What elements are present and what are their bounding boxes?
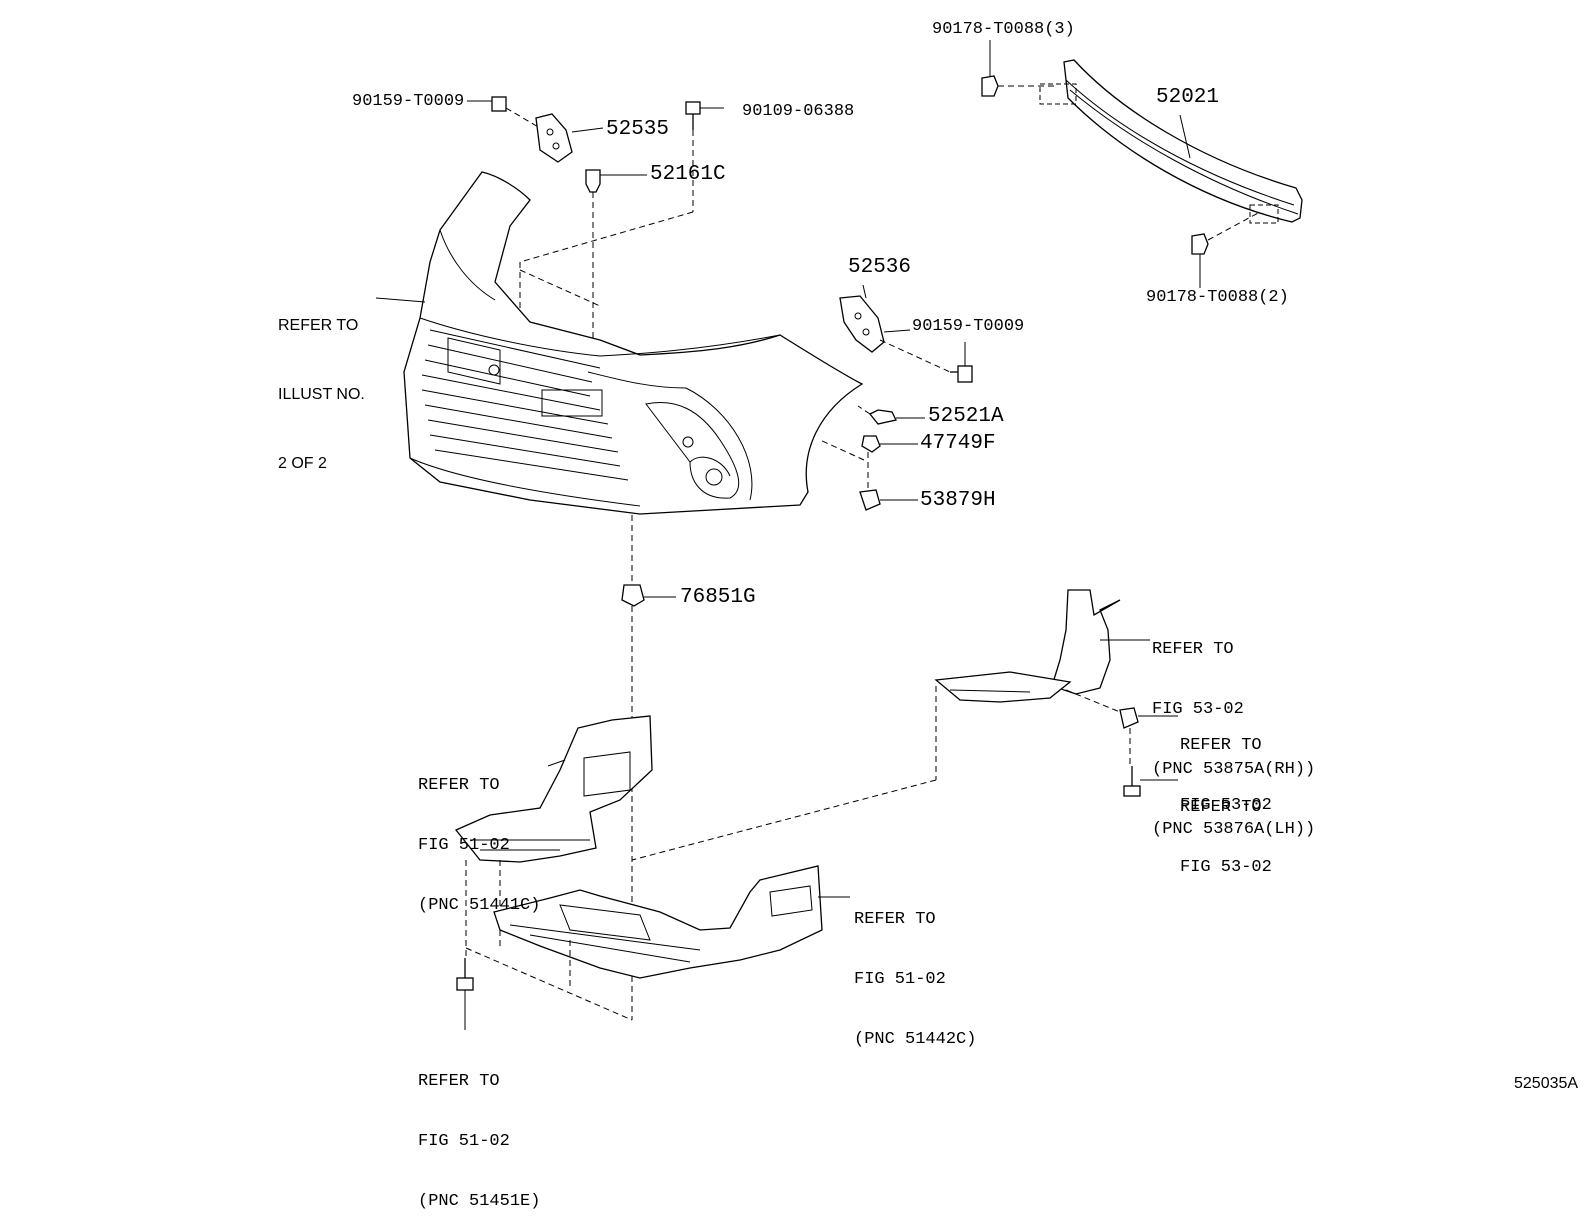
refer-53875-line3: (PNC 53875A(RH)) [1152,760,1316,779]
label-52021: 52021 [1156,86,1220,109]
refer-51442-line1: REFER TO [854,910,936,929]
refer-51451-block: REFER TO FIG 51-02 (PNC 51451E) [418,1032,540,1232]
label-52161c: 52161C [650,163,726,186]
label-52521a: 52521A [928,405,1004,428]
bracket-52535[interactable] [535,113,604,163]
refer-51451-line1: REFER TO [418,1072,500,1091]
refer-illust-block: REFER TO ILLUST NO. 2 OF 2 [278,268,365,498]
clip-52161c[interactable] [585,169,647,340]
label-53879h: 53879H [920,489,996,512]
refer-53875-line1: REFER TO [1152,640,1234,659]
front-bumper-cover[interactable] [403,171,864,515]
screw-90109[interactable] [685,101,724,212]
refer-53-clip-block: REFER TO FIG 53-02 [1180,696,1272,836]
refer-illust-line3: 2 OF 2 [278,455,327,472]
refer-51451-line2: FIG 51-02 [418,1132,510,1151]
refer-53875-block: REFER TO FIG 53-02 (PNC 53875A(RH)) (PNC… [1152,600,1315,860]
clip-76851g[interactable] [621,584,676,607]
parts-diagram [375,40,1303,1030]
bolt-90159-right[interactable] [950,342,973,383]
fender-liner-rh[interactable] [631,589,1150,861]
refer-51442-block: REFER TO FIG 51-02 (PNC 51442C) [854,870,976,1070]
clip-53-02[interactable] [1119,707,1178,764]
refer-53-bolt-line1: REFER TO [1180,798,1262,817]
bolt-51451e[interactable] [456,958,474,1030]
clip-52521a[interactable] [857,405,925,425]
refer-51441-block: REFER TO FIG 51-02 (PNC 51441C) [418,736,540,936]
under-cover-51441c[interactable] [454,715,653,863]
refer-51441-line1: REFER TO [418,776,500,795]
under-cover-51442c[interactable] [493,865,850,990]
refer-illust-line1: REFER TO [278,317,359,334]
refer-53-clip-line2: FIG 53-02 [1180,796,1272,815]
refer-51441-line2: FIG 51-02 [418,836,510,855]
label-90109: 90109-06388 [742,102,855,121]
label-76851g: 76851G [680,586,756,609]
refer-53875-line4: (PNC 53876A(LH)) [1152,820,1316,839]
label-90178-top: 90178-T0088(3) [932,20,1075,39]
label-52536: 52536 [848,256,912,279]
diagram-id: 525035A [1514,1075,1579,1092]
refer-53-clip-line1: REFER TO [1180,736,1262,755]
bolt-90159-left[interactable] [467,96,541,129]
label-47749f: 47749F [920,432,996,455]
bracket-52536[interactable] [839,284,951,373]
label-52535: 52535 [606,118,670,141]
refer-51442-line3: (PNC 51442C) [854,1030,977,1049]
refer-51442-line2: FIG 51-02 [854,970,946,989]
label-90159-right: 90159-T0009 [912,317,1025,336]
refer-53-bolt-block: REFER TO FIG 53-02 [1180,758,1272,898]
refer-51441-line3: (PNC 51441C) [418,896,541,915]
label-90178-bottom: 90178-T0088(2) [1146,288,1289,307]
retainer-47749f[interactable] [819,435,918,490]
bumper-reinforcement[interactable] [1039,59,1303,224]
label-90159-left: 90159-T0009 [352,92,465,111]
clip-53879h[interactable] [859,489,918,511]
refer-51451-line3: (PNC 51451E) [418,1192,541,1211]
refer-53-bolt-line2: FIG 53-02 [1180,858,1272,877]
nut-90178-top[interactable] [981,40,1058,97]
refer-illust-line2: ILLUST NO. [278,386,365,403]
nut-90178-bottom[interactable] [1191,211,1261,288]
bolt-53-02[interactable] [1123,766,1178,797]
refer-53875-line2: FIG 53-02 [1152,700,1244,719]
